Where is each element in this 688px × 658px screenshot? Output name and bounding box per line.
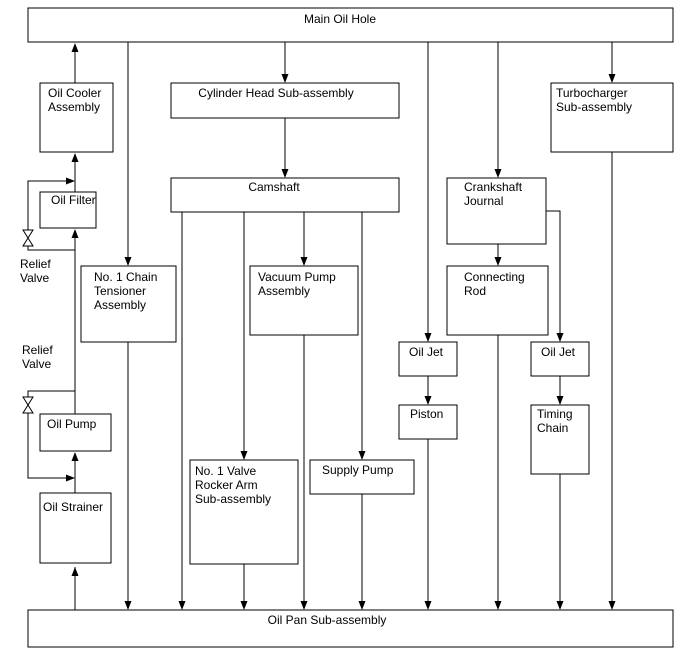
timing-chain-box [530,404,590,475]
chain-tensioner-label-1: No. 1 Chain [94,270,157,284]
chain-tensioner-label-2: Tensioner [94,284,146,298]
main-oil-hole-box [27,7,674,43]
vacuum-pump-label-2: Assembly [258,284,310,298]
relief-valve-1-label-1: Relief [20,257,51,271]
valve-rocker-arm-label-3: Sub-assembly [195,492,271,506]
oil-pan-label: Oil Pan Sub-assembly [268,613,387,627]
piston-label: Piston [410,407,443,421]
oil-strainer-label: Oil Strainer [43,500,103,514]
relief-valve-1-icon [22,229,34,247]
relief-valve-2-icon [22,396,34,414]
relief-valve-2-label-2: Valve [22,357,51,371]
valve-rocker-arm-box [189,459,299,565]
connecting-rod-box [446,265,549,336]
cylinder-head-box [170,82,400,119]
turbocharger-label-2: Sub-assembly [556,100,632,114]
camshaft-label: Camshaft [248,180,300,194]
oil-cooler-box [39,82,114,153]
oil-cooler-label-1: Oil Cooler [48,86,101,100]
crankshaft-journal-label-1: Crankshaft [464,180,523,194]
oil-jet-chain-box [530,341,590,377]
timing-chain-label-2: Chain [537,421,568,435]
turbocharger-box [550,82,674,153]
oil-jet-chain-label: Oil Jet [541,345,576,359]
oil-pan-box [27,609,674,648]
valve-rocker-arm-label-2: Rocker Arm [195,478,258,492]
valve-rocker-arm-label-1: No. 1 Valve [195,464,256,478]
oil-filter-box [39,191,97,229]
oil-cooler-label-2: Assembly [48,100,100,114]
oil-strainer-box [39,492,112,564]
connecting-rod-label-2: Rod [464,284,486,298]
oil-jet-piston-label: Oil Jet [409,345,444,359]
timing-chain-label-1: Timing [537,407,573,421]
camshaft-box [170,177,400,213]
vacuum-pump-box [249,265,359,336]
supply-pump-box [309,459,415,495]
crankshaft-journal-label-2: Journal [464,194,503,208]
vacuum-pump-label-1: Vacuum Pump [258,270,336,284]
turbocharger-label-1: Turbocharger [556,86,628,100]
main-oil-hole-label: Main Oil Hole [304,12,376,26]
cylinder-head-label: Cylinder Head Sub-assembly [198,86,353,100]
connecting-rod-label-1: Connecting [464,270,525,284]
oil-pump-box [39,413,112,452]
oil-pump-label: Oil Pump [47,417,97,431]
supply-pump-label: Supply Pump [322,463,394,477]
oil-filter-label: Oil Filter [51,193,96,207]
chain-tensioner-label-3: Assembly [94,298,146,312]
relief-valve-2-label-1: Relief [22,343,53,357]
relief-valve-1-label-2: Valve [20,271,49,285]
